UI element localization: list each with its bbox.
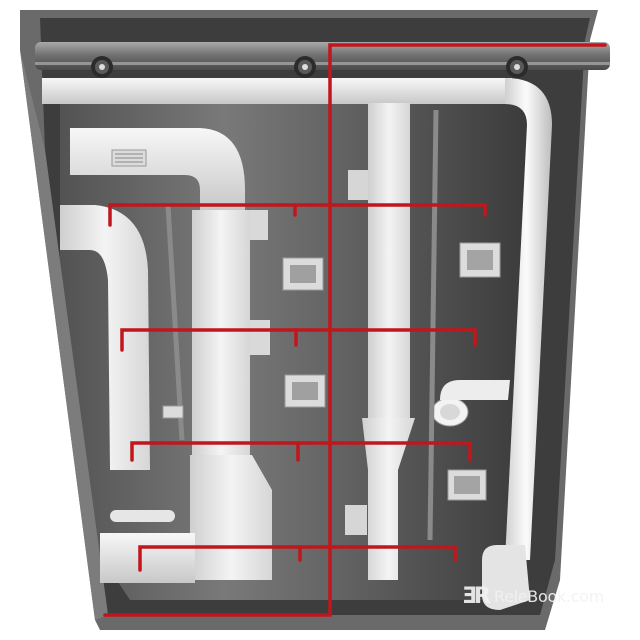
bottom-rect-duct [100,510,195,583]
watermark-text: ReleBook.com [493,587,604,606]
watermark: ƎR ReleBook.com [462,586,604,608]
grille-icon [115,153,143,163]
diffuser-icon [294,56,316,78]
round-supply-duct [42,78,552,610]
relebook-logo-icon: ƎR [462,584,491,609]
cassette-unit [447,469,487,501]
diffuser-icon [506,56,528,78]
steel-pipes [165,109,439,541]
cassette-unit [162,405,184,419]
top-exhaust-pipe [35,42,610,78]
left-rect-duct [60,128,245,470]
sprinkler-piping [103,43,607,617]
cassette-unit [459,242,501,278]
cassette-unit [282,257,324,291]
right-rect-duct [345,103,415,580]
diffuser-icon [91,56,113,78]
cassette-unit [284,374,326,408]
